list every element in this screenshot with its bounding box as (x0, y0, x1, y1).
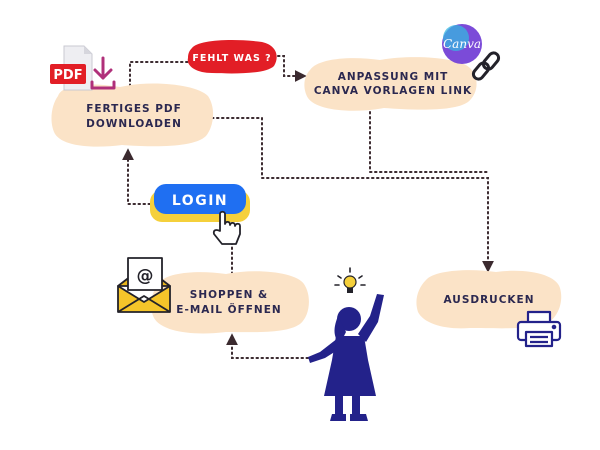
bubble-text: FEHLT WAS ? (192, 53, 271, 64)
node-download: FERTIGES PDF DOWNLOADEN (51, 83, 214, 147)
node-canva-line2: CANVA VORLAGEN LINK (314, 85, 472, 97)
pdf-download-icon: PDF (50, 45, 116, 91)
node-print-cloud (416, 270, 562, 329)
node-shop-line1: SHOPPEN & (190, 289, 268, 301)
lightbulb-icon (334, 267, 366, 293)
login-button[interactable]: LOGIN (150, 184, 250, 222)
node-shop-line2: E-MAIL ÖFFNEN (176, 302, 281, 316)
email-open-icon: @ (117, 257, 171, 313)
node-canva-line1: ANPASSUNG MIT (338, 71, 449, 83)
canva-logo-text: Canva (443, 37, 481, 51)
node-print: AUSDRUCKEN (416, 270, 562, 329)
pdf-badge (50, 64, 86, 84)
node-shop: SHOPPEN & E-MAIL ÖFFNEN (151, 271, 309, 334)
person-head (337, 307, 361, 331)
download-arrow-icon (90, 56, 116, 90)
connector-canva-to-print (369, 111, 489, 173)
email-at-sign: @ (137, 266, 154, 286)
hand-pointer-icon (212, 210, 241, 245)
connector-bubble-to-canva (267, 55, 307, 82)
person-raised-arm (358, 294, 384, 342)
connectors (122, 55, 494, 359)
login-button-face (154, 184, 246, 214)
bubble-shape (187, 40, 277, 74)
printer-icon (516, 310, 562, 348)
node-download-line2: DOWNLOADEN (86, 118, 182, 130)
canva-logo-icon: Canva (442, 24, 482, 64)
person-dress (324, 336, 376, 396)
node-canva-cloud (304, 57, 477, 111)
person-figure-icon (308, 294, 384, 421)
node-download-cloud (51, 83, 214, 147)
email-letter (127, 257, 163, 291)
missing-something-bubble: FEHLT WAS ? (187, 40, 277, 74)
node-download-line1: FERTIGES PDF (86, 103, 182, 115)
node-print-label: AUSDRUCKEN (443, 294, 534, 306)
chain-link-icon (471, 51, 501, 81)
connector-download-to-print (211, 117, 494, 273)
login-button-label: LOGIN (172, 193, 228, 209)
connector-download-to-bubble (129, 61, 201, 87)
node-shop-cloud (151, 271, 309, 334)
node-canva: ANPASSUNG MIT CANVA VORLAGEN LINK (304, 57, 477, 111)
connector-login-to-download (122, 148, 151, 205)
pdf-badge-text: PDF (53, 68, 82, 83)
connector-person-to-shop (226, 333, 319, 359)
